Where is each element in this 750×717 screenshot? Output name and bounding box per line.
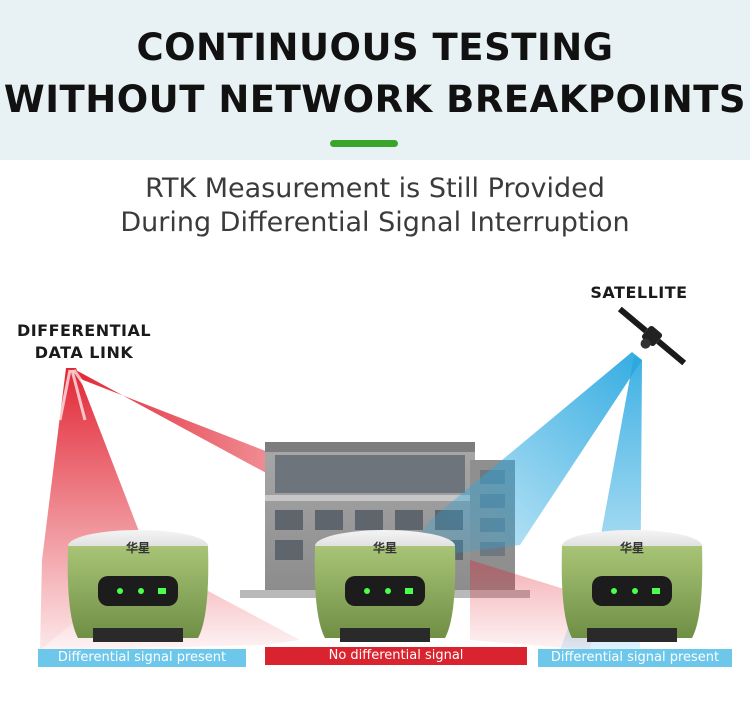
- blue-signal-beam: [400, 352, 642, 560]
- receiver-brand: 华星: [126, 540, 150, 555]
- antenna-icon: [58, 369, 107, 421]
- gnss-receiver-icon: [561, 530, 703, 642]
- data-link-label-line-2: DATA LINK: [34, 343, 134, 362]
- gnss-receiver-icon: [67, 530, 209, 642]
- accent-divider: [330, 140, 398, 147]
- page-title: CONTINUOUS TESTING WITHOUT NETWORK BREAK…: [0, 22, 750, 126]
- satellite-icon: [617, 306, 687, 366]
- pink-reflection: [470, 560, 600, 650]
- status-bar-middle: No differential signal: [265, 647, 527, 665]
- title-line-2: WITHOUT NETWORK BREAKPOINTS: [3, 78, 747, 121]
- red-signal-beam-building: [72, 368, 268, 474]
- header-background: [0, 0, 750, 160]
- data-link-label-line-1: DIFFERENTIAL: [16, 321, 152, 340]
- subtitle: RTK Measurement is Still Provided During…: [0, 172, 750, 240]
- receiver-brand: 华星: [620, 540, 644, 555]
- receiver-brand: 华星: [373, 540, 397, 555]
- status-bar-left: Differential signal present: [38, 649, 246, 667]
- data-link-label: DIFFERENTIAL DATA LINK: [14, 320, 154, 364]
- gnss-receiver-icon: [314, 530, 456, 642]
- satellite-label: SATELLITE: [590, 283, 688, 302]
- subtitle-line-2: During Differential Signal Interruption: [120, 207, 630, 238]
- status-bar-right: Differential signal present: [538, 649, 732, 667]
- subtitle-line-1: RTK Measurement is Still Provided: [145, 173, 605, 204]
- title-line-1: CONTINUOUS TESTING: [136, 26, 614, 69]
